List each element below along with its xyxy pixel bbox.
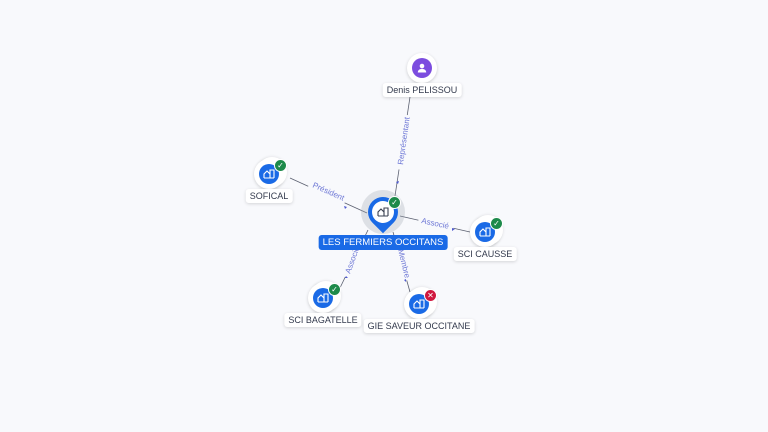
active-check-icon: ✓: [388, 196, 401, 209]
building-icon: [259, 164, 279, 184]
center-node-label: LES FERMIERS OCCITANS: [318, 235, 448, 250]
building-icon: [409, 294, 429, 314]
closed-x-icon: ✕: [424, 289, 437, 302]
arrow-icon: [345, 276, 348, 278]
active-check-icon: ✓: [490, 217, 503, 230]
arrow-icon: [344, 206, 347, 209]
arrow-icon: [396, 181, 399, 184]
building-icon: [313, 288, 333, 308]
arrow-icon: [452, 228, 455, 231]
active-check-icon: ✓: [328, 283, 341, 296]
node-label: SCI CAUSSE: [453, 247, 517, 261]
node-label: Denis PELISSOU: [382, 83, 462, 97]
node-label: SOFICAL: [245, 189, 293, 203]
arrow-icon: [404, 279, 406, 282]
active-check-icon: ✓: [274, 159, 287, 172]
node-label: SCI BAGATELLE: [284, 313, 362, 327]
building-icon: [475, 222, 495, 242]
node-label: GIE SAVEUR OCCITANE: [363, 319, 475, 333]
person-icon: [412, 58, 432, 78]
